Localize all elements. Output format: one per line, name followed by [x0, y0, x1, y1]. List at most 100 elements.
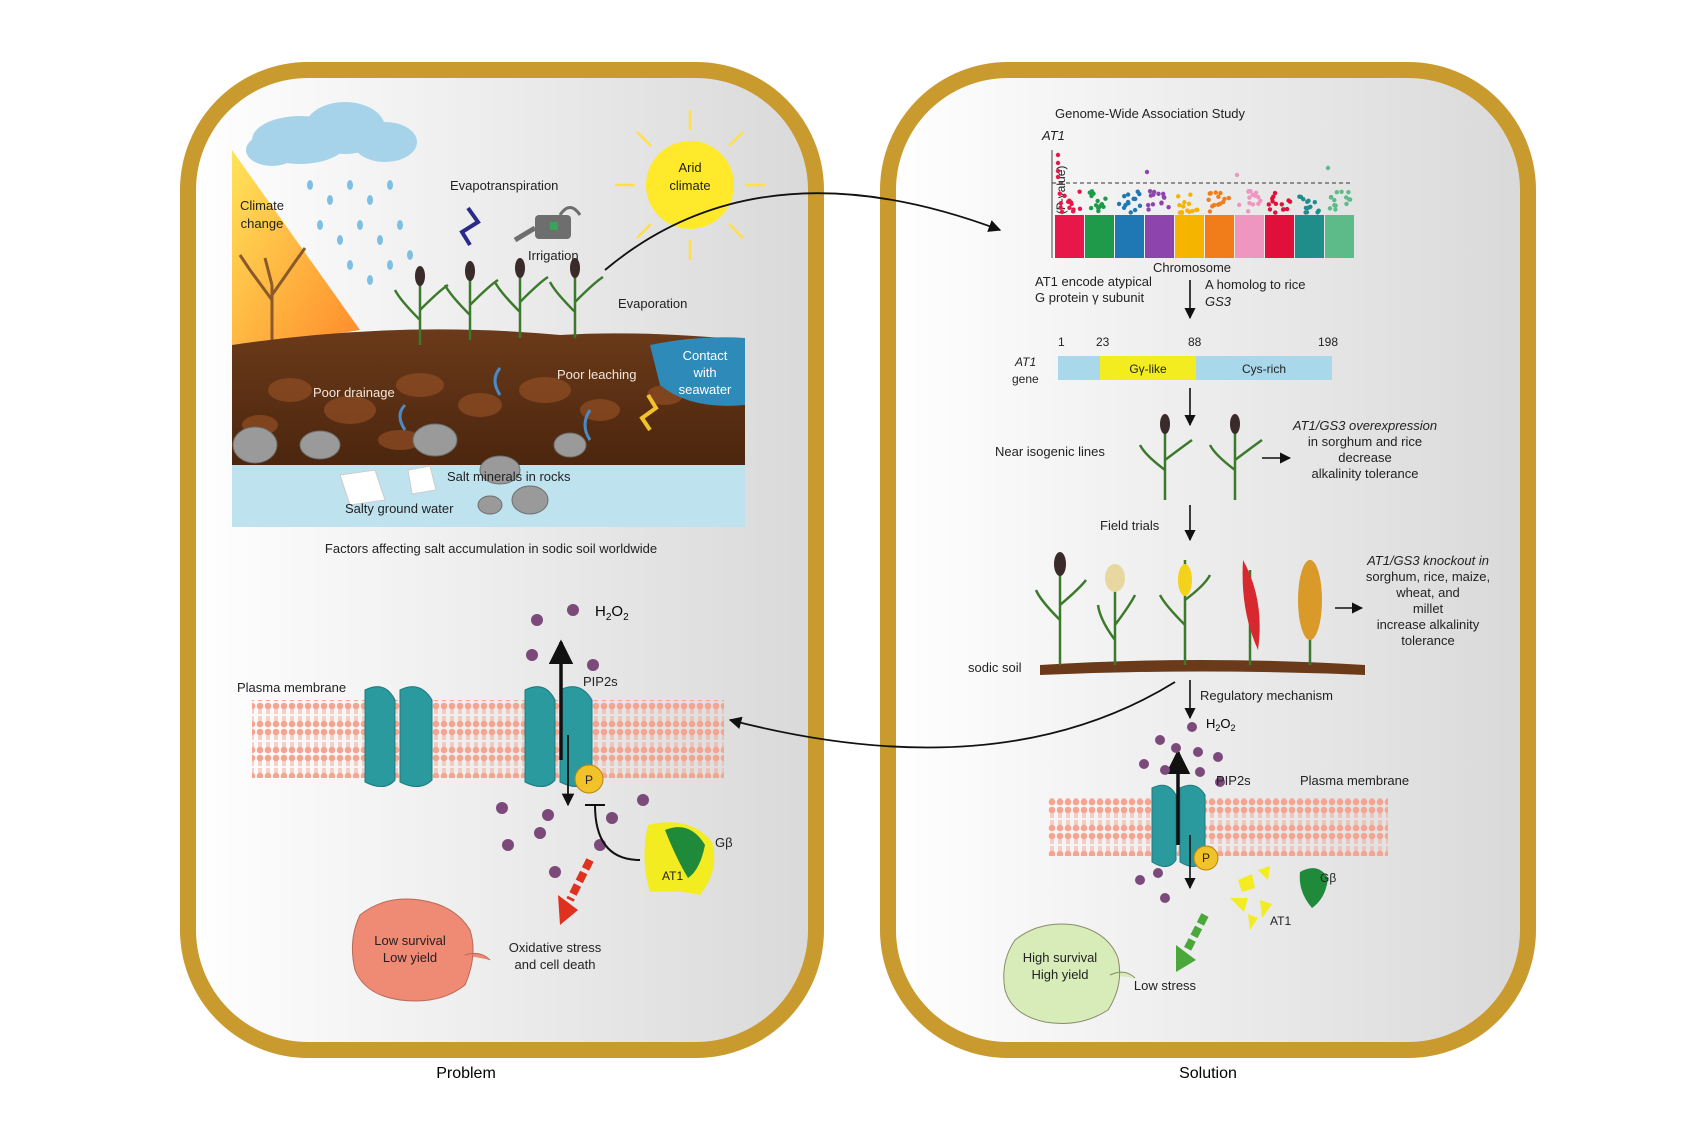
at1-label-right: AT1: [1270, 914, 1291, 928]
gwas-peak-label: AT1: [1041, 128, 1065, 143]
gwas-point: [1159, 200, 1164, 205]
gwas-peak-point: [1234, 172, 1240, 178]
low-yield-label: Low yield: [383, 950, 437, 965]
gwas-peak-point: [1055, 174, 1061, 180]
watering-can-icon: [513, 206, 582, 243]
gwas-peak-point: [1055, 160, 1061, 166]
gwas-point: [1301, 196, 1306, 202]
gwas-point: [1162, 195, 1167, 200]
dead-tree-icon: [238, 247, 307, 350]
gwas-point: [1236, 202, 1242, 208]
gwas-point: [1182, 200, 1187, 205]
knockout-line-5: increase alkalinity: [1377, 617, 1480, 632]
sorghum-plants: [393, 272, 604, 345]
gwas-point: [1250, 202, 1256, 207]
at1-label-left: AT1: [662, 869, 683, 883]
gwas-chromosome-bar: [1295, 215, 1324, 258]
solution-caption: Solution: [1179, 1065, 1237, 1082]
gwas-point: [1179, 210, 1184, 216]
stress-arrow-green: [1176, 913, 1209, 972]
gwas-point: [1218, 190, 1223, 196]
gwas-point: [1067, 205, 1072, 211]
overexpression-line-3: decrease: [1338, 450, 1391, 465]
gwas-point: [1160, 191, 1166, 197]
knockout-line-2: sorghum, rice, maize,: [1366, 569, 1490, 584]
poor-leaching-label: Poor leaching: [557, 367, 637, 382]
gwas-point: [1059, 209, 1065, 215]
gwas-point: [1333, 207, 1338, 212]
seawater-region: [650, 337, 745, 406]
gwas-chromosome-bar: [1085, 215, 1114, 258]
gwas-x-axis-label: Chromosome: [1153, 260, 1231, 275]
gwas-point: [1266, 202, 1272, 207]
high-survival-label: High survival: [1023, 950, 1098, 965]
gwas-peak-point: [1055, 152, 1061, 158]
at1-encode-line-1: AT1 encode atypical: [1035, 274, 1152, 289]
phosphate-label-right: P: [1202, 851, 1210, 865]
evaporation-arrow: [639, 393, 659, 432]
factors-caption: Factors affecting salt accumulation in s…: [325, 541, 657, 556]
gwas-point: [1125, 192, 1131, 197]
gwas-chromosome-bar: [1325, 215, 1354, 258]
high-yield-label: High yield: [1031, 967, 1088, 982]
gwas-point: [1068, 200, 1074, 205]
leaching-arrow-1: [493, 367, 502, 396]
gwas-point: [1272, 190, 1278, 196]
gbeta-label-right: Gβ: [1320, 871, 1336, 885]
irrigation-label: Irrigation: [528, 248, 579, 263]
gwas-point: [1137, 191, 1142, 197]
gwas-point: [1190, 208, 1195, 214]
salt-crystals: [339, 465, 437, 506]
h2o2-label-right: H2O2: [1206, 716, 1236, 733]
gwas-point: [1208, 191, 1213, 196]
field-trials-label: Field trials: [1100, 518, 1160, 533]
gwas-point: [1132, 207, 1138, 213]
gwas-point: [1058, 201, 1063, 206]
gwas-point: [1286, 198, 1291, 203]
plasma-membrane-left: [252, 700, 724, 778]
gwas-title: Genome-Wide Association Study: [1055, 106, 1246, 121]
pip2s-label-left: PIP2s: [583, 674, 618, 689]
low-survival-label: Low survival: [374, 933, 446, 948]
problem-mechanism: P H2O2 Plasma membrane PIP2s Gβ AT1 Low …: [237, 603, 733, 1002]
gwas-point: [1188, 192, 1193, 197]
millet-head-icon: [1242, 560, 1260, 650]
gwas-point: [1145, 202, 1151, 208]
h2o2-label-left: H2O2: [595, 603, 629, 623]
gwas-point: [1062, 193, 1067, 199]
gwas-point: [1095, 198, 1100, 204]
salty-ground-water-label: Salty ground water: [345, 501, 454, 516]
at1-gene-diagram: 1 23 88 198 Gγ-like Cys-rich AT1 gene: [1012, 335, 1338, 386]
gbeta-label-left: Gβ: [715, 835, 733, 850]
gwas-point: [1245, 209, 1251, 214]
gwas-point: [1175, 194, 1181, 199]
gene-pos-23: 23: [1096, 335, 1110, 349]
gwas-point: [1247, 201, 1252, 206]
near-isogenic-heads: [1160, 414, 1240, 434]
seawater-label-1: Contact: [683, 348, 728, 363]
gbeta-shape-left: [665, 827, 705, 878]
gwas-point: [1221, 199, 1226, 205]
gwas-chromosome-bars: [1055, 215, 1354, 258]
gwas-point: [1177, 202, 1182, 208]
gwas-point: [1185, 208, 1190, 213]
gwas-point: [1258, 198, 1263, 203]
gwas-point: [1166, 204, 1171, 210]
gwas-point: [1304, 210, 1310, 215]
plasma-membrane-label-right: Plasma membrane: [1300, 773, 1409, 788]
gene-label-1: AT1: [1014, 355, 1036, 369]
leaching-arrow-3: [583, 409, 592, 441]
gwas-point: [1308, 204, 1313, 210]
overexpression-line-2: in sorghum and rice: [1308, 434, 1422, 449]
gwas-point: [1273, 210, 1278, 215]
evaporation-label: Evaporation: [618, 296, 687, 311]
regulatory-label: Regulatory mechanism: [1200, 688, 1333, 703]
high-survival-blob: [1003, 923, 1136, 1024]
gwas-point: [1213, 190, 1218, 195]
maize-ear-icon: [1178, 564, 1192, 596]
climate-change-label-2: change: [241, 216, 284, 231]
climate-change-wedge: [232, 150, 360, 350]
inhibition-line: [585, 804, 641, 861]
gwas-point: [1284, 206, 1290, 212]
